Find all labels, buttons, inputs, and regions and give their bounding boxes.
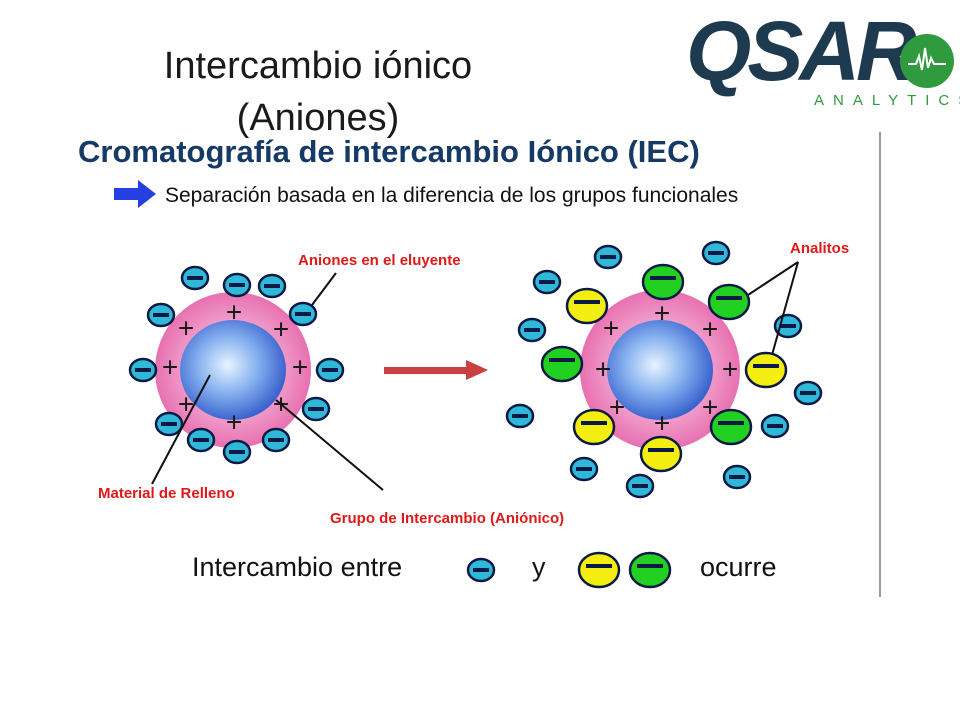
bullet-text: Separación basada en la diferencia de lo…	[165, 184, 739, 207]
label-eluent-anions: Aniones en el eluyente	[298, 252, 461, 269]
eluent-anion	[505, 403, 535, 429]
eluent-anion	[532, 269, 562, 295]
qsar-logo: QSAR ANALYTICS	[686, 4, 960, 116]
plus-sign: +	[226, 296, 242, 327]
label-packing-material: Material de Relleno	[98, 485, 235, 502]
logo-wordmark: QSAR	[686, 4, 917, 98]
plus-sign: +	[178, 388, 194, 419]
plus-sign: +	[609, 391, 625, 422]
plus-sign: +	[654, 297, 670, 328]
slide-title-line2: (Aniones)	[236, 97, 400, 139]
eluent-anion	[128, 357, 158, 383]
eluent-anion	[180, 265, 210, 291]
eluent-anion	[593, 244, 623, 270]
plus-sign: +	[178, 312, 194, 343]
analyte-marker	[641, 263, 685, 301]
eluent-anion	[569, 456, 599, 482]
plus-sign: +	[226, 406, 242, 437]
eluent-anion	[288, 301, 318, 327]
figure-heading: Cromatografía de intercambio Iónico (IEC…	[78, 134, 700, 169]
eluent-anion	[760, 413, 790, 439]
plus-sign: +	[292, 351, 308, 382]
eluent-anion	[146, 302, 176, 328]
eluent-anion	[701, 240, 731, 266]
analyte-marker	[707, 283, 751, 321]
eluent-anion	[517, 317, 547, 343]
plus-sign: +	[702, 391, 718, 422]
transition-arrow-icon	[384, 360, 488, 380]
eluent-anion	[625, 473, 655, 499]
plus-sign: +	[162, 351, 178, 382]
eluent-anion	[222, 272, 252, 298]
logo-subtitle: ANALYTICS	[814, 92, 960, 109]
eluent-anion	[315, 357, 345, 383]
eluent-anion	[793, 380, 823, 406]
plus-signs: ++++++++++++++++	[162, 296, 738, 438]
bottom-text-and: y	[532, 552, 546, 582]
analyte-marker	[540, 345, 584, 383]
eluent-anion	[154, 411, 184, 437]
analyte-marker	[572, 408, 616, 446]
plus-sign: +	[273, 313, 289, 344]
left-bead	[155, 292, 311, 448]
logo-circle-icon	[900, 34, 954, 88]
eluent-anion	[257, 273, 287, 299]
divider-line	[879, 132, 881, 597]
plus-sign: +	[603, 312, 619, 343]
analyte-marker	[709, 408, 753, 446]
slide-title: Intercambio iónico (Aniones)	[118, 40, 518, 144]
bottom-text-end: ocurre	[700, 552, 777, 582]
leader-lines	[151, 261, 799, 491]
right-bead-core	[607, 320, 713, 420]
analyte-marker	[565, 287, 609, 325]
plus-sign: +	[595, 353, 611, 384]
label-analytes: Analitos	[790, 240, 850, 257]
analytes	[540, 263, 788, 473]
eluent-anion	[722, 464, 752, 490]
eluent-anion	[186, 427, 216, 453]
eluent-anion	[301, 396, 331, 422]
label-exchange-group: Grupo de Intercambio (Aniónico)	[330, 510, 565, 527]
bottom-text-start: Intercambio entre	[192, 552, 403, 582]
eluent-anions	[128, 240, 823, 499]
right-bead	[580, 290, 740, 450]
eluent-anion	[261, 427, 291, 453]
plus-sign: +	[702, 313, 718, 344]
eluent-anion	[222, 439, 252, 465]
slide-title-line1: Intercambio iónico	[163, 45, 473, 87]
plus-sign: +	[722, 353, 738, 384]
left-bead-core	[180, 320, 286, 420]
plus-sign: +	[654, 407, 670, 438]
analyte-marker	[744, 351, 788, 389]
analyte-marker	[639, 435, 683, 473]
